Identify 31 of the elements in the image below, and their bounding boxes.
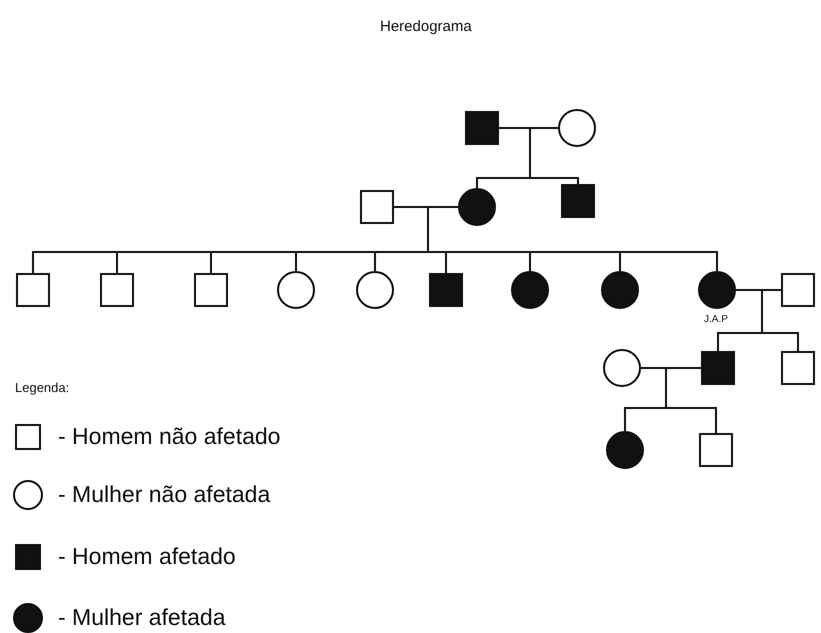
female-circle xyxy=(558,109,596,147)
male-square xyxy=(699,433,733,467)
affected-female-circle xyxy=(606,431,644,469)
affected-female-circle xyxy=(458,188,496,226)
affected-male-square xyxy=(465,111,499,145)
male-square xyxy=(781,273,815,307)
legend-text: - Homem não afetado xyxy=(58,423,280,450)
affected-male-square xyxy=(561,184,595,218)
affected-female-circle xyxy=(511,271,549,309)
affected-male-square xyxy=(429,273,463,307)
male-square xyxy=(16,273,50,307)
descent-line xyxy=(427,206,718,271)
male-square xyxy=(360,190,394,224)
male-square xyxy=(194,273,228,307)
descent-line xyxy=(641,367,717,433)
descent-line xyxy=(736,289,799,351)
legend-heading: Legenda: xyxy=(15,380,70,395)
individual-label: J.A.P xyxy=(704,314,728,325)
title: Heredograma xyxy=(380,18,472,35)
descent-line xyxy=(529,127,579,184)
legend-text: - Mulher afetada xyxy=(58,604,226,631)
male-square xyxy=(781,351,815,385)
legend-text: - Mulher não afetada xyxy=(58,481,270,508)
female-circle xyxy=(603,349,641,387)
affected-female-circle xyxy=(601,271,639,309)
male-square xyxy=(100,273,134,307)
legend-text: - Homem afetado xyxy=(58,543,236,570)
female-circle xyxy=(356,271,394,309)
affected-male-square xyxy=(701,351,735,385)
affected-female-circle xyxy=(698,271,736,309)
female-circle xyxy=(277,271,315,309)
